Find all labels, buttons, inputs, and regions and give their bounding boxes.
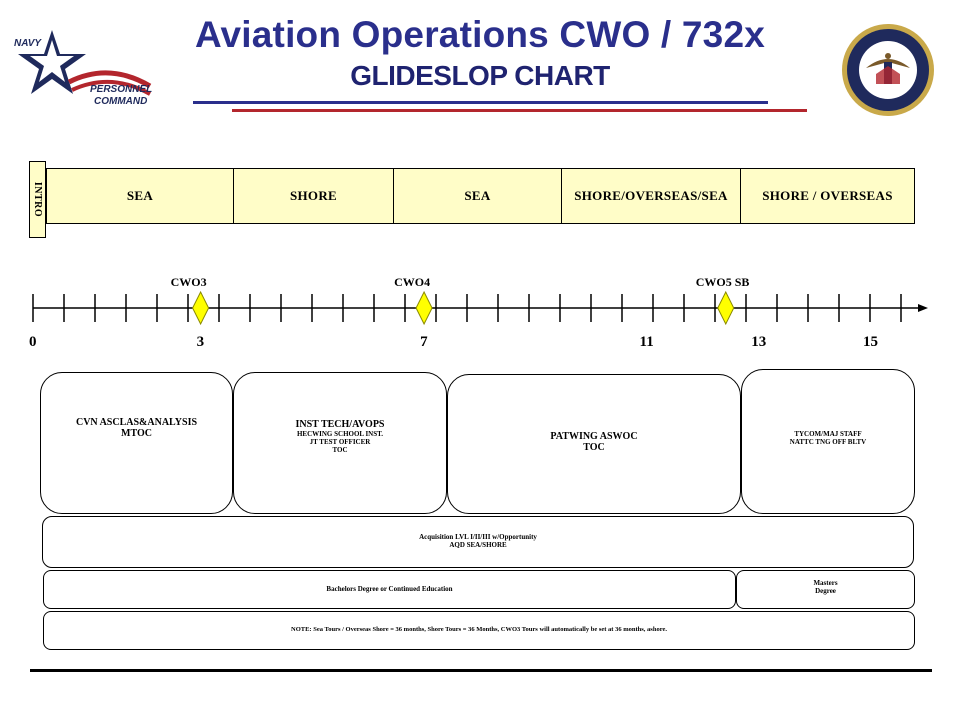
education-text: Bachelors Degree or Continued Education	[326, 585, 453, 593]
requirement-line: Acquisition LVL I/II/III w/Opportunity	[419, 533, 537, 541]
milestone-label: CWO3	[171, 275, 207, 289]
tour-segment-label: SHORE/OVERSEAS/SEA	[574, 188, 728, 203]
milestone-label: CWO4	[394, 275, 430, 289]
year-label: 15	[863, 334, 878, 350]
navy-personnel-command-logo: NAVY PERSONNEL COMMAND	[14, 24, 154, 114]
tour-segment-shore-overseas: SHORE / OVERSEAS	[740, 168, 915, 224]
requirement-line: AQD SEA/SHORE	[449, 541, 507, 549]
star-logo-icon	[18, 30, 152, 96]
billet-tycom: TYCOM/MAJ STAFF NATTC TNG OFF BLTV	[741, 369, 915, 514]
billet-line: JT TEST OFFICER	[309, 438, 371, 446]
logo-word-navy: NAVY	[14, 38, 42, 49]
tour-segment-label: SHORE	[289, 188, 337, 203]
masters-degree-box: Masters Degree	[736, 570, 915, 609]
bottom-rule	[30, 669, 932, 672]
masters-line: Degree	[815, 587, 836, 595]
billet-line: NATTC TNG OFF BLTV	[789, 438, 867, 446]
timeline-arrow-icon	[918, 304, 928, 312]
tour-segment-sea-1: SEA	[46, 168, 234, 224]
billet-line: TYCOM/MAJ STAFF	[794, 430, 862, 438]
seal-icon	[842, 24, 934, 116]
year-label: 7	[420, 334, 428, 350]
year-label: 13	[751, 334, 766, 350]
title-rule-blue	[193, 101, 768, 104]
tour-segment-label: SEA	[464, 188, 491, 203]
page-title: Aviation Operations CWO / 732x	[194, 14, 766, 55]
year-label: 0	[29, 334, 37, 350]
billet-line: INST TECH/AVOPS	[295, 419, 385, 430]
career-timeline: CWO3 CWO4 CWO5 SB 0 3 7 11 13 15	[29, 275, 928, 350]
milestone-diamond	[717, 290, 735, 326]
billet-inst-tech: INST TECH/AVOPS HECWING SCHOOL INST. JT …	[233, 372, 447, 514]
billet-patwing: PATWING ASWOC TOC	[447, 374, 741, 514]
note-text: NOTE: Sea Tours / Overseas Shore = 36 mo…	[291, 626, 667, 633]
acquisition-requirement: Acquisition LVL I/II/III w/Opportunity A…	[42, 516, 914, 568]
year-label: 3	[197, 334, 205, 350]
year-label: 11	[640, 334, 654, 350]
tour-intro-label: INTRO	[32, 181, 44, 218]
tour-length-note: NOTE: Sea Tours / Overseas Shore = 36 mo…	[43, 611, 915, 650]
billet-line: TOC	[583, 442, 605, 453]
education-requirement: Bachelors Degree or Continued Education	[43, 570, 736, 609]
navy-seal-emblem	[840, 22, 936, 118]
tour-segment-shore: SHORE	[233, 168, 394, 224]
title-rule-red	[232, 109, 807, 112]
tour-segment-sea-2: SEA	[393, 168, 562, 224]
milestone-diamond	[192, 290, 210, 326]
billet-line: HECWING SCHOOL INST.	[296, 430, 384, 438]
billet-line: PATWING ASWOC	[550, 431, 638, 442]
logo-word-personnel: PERSONNEL	[90, 84, 153, 95]
billet-cvn: CVN ASCLAS&ANALYSIS MTOC	[40, 372, 233, 514]
tour-segment-label: SHORE / OVERSEAS	[762, 188, 893, 203]
billet-line: TOC	[332, 446, 348, 454]
tour-segment-shore-overseas-sea: SHORE/OVERSEAS/SEA	[561, 168, 741, 224]
tour-segment-label: SEA	[126, 188, 154, 203]
logo-word-command: COMMAND	[94, 96, 148, 107]
milestone-diamond	[415, 290, 433, 326]
billet-line: MTOC	[121, 428, 152, 439]
tour-intro: INTRO	[29, 161, 46, 238]
billet-line: CVN ASCLAS&ANALYSIS	[75, 417, 198, 428]
page-subtitle: GLIDESLOP CHART	[350, 60, 610, 91]
masters-line: Masters	[813, 579, 838, 587]
milestone-label: CWO5 SB	[696, 275, 750, 289]
